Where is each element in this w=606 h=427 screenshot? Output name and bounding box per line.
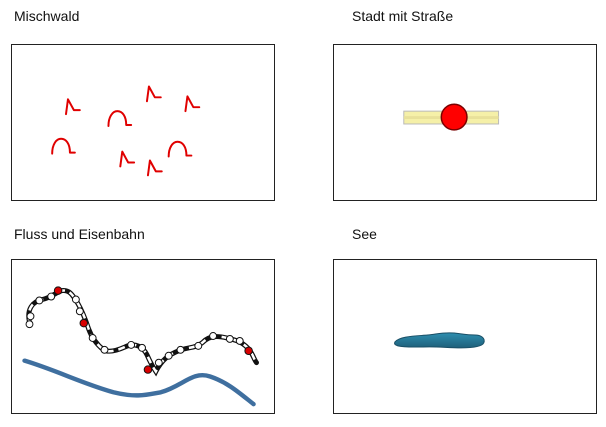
deciduous-tree-icon [167, 140, 193, 158]
rail-station-icon [225, 335, 234, 343]
deciduous-tree-icon [107, 110, 133, 127]
panel-lake [333, 259, 597, 414]
conifer-tree-icon [145, 85, 162, 103]
rail-station-icon [25, 320, 34, 329]
rail-station-icon [209, 332, 218, 340]
rail-station-icon [194, 341, 203, 350]
rail-station-icon [164, 351, 173, 360]
river-railway-symbols [22, 286, 259, 407]
conifer-tree-icon [184, 95, 201, 113]
river-line [22, 358, 256, 407]
rail-station-icon [35, 296, 44, 305]
railway-line [26, 288, 259, 377]
label-mixed-forest: Mischwald [14, 8, 80, 24]
rail-station-icon [154, 358, 163, 367]
panel-mixed-forest [11, 44, 275, 201]
rail-station-icon [71, 295, 80, 304]
deciduous-tree-icon [51, 137, 76, 155]
lake-shape [394, 332, 485, 349]
panel-river-and-railway [11, 259, 275, 414]
lake-symbol [394, 332, 485, 349]
rail-station-icon [75, 307, 84, 316]
conifer-tree-icon [119, 150, 136, 168]
rail-station-red-icon [79, 318, 89, 328]
rail-station-icon [26, 312, 35, 321]
rail-station-icon [138, 343, 146, 352]
rail-station-icon [88, 334, 97, 342]
rail-station-icon [127, 340, 136, 349]
label-river-and-railway: Fluss und Eisenbahn [14, 226, 145, 242]
conifer-tree-icon [146, 159, 163, 177]
conifer-tree-icon [65, 98, 81, 116]
label-city-with-road: Stadt mit Straße [352, 8, 454, 24]
label-lake: See [352, 226, 377, 242]
city-dot-icon [440, 103, 468, 131]
rail-station-red-icon [53, 286, 63, 295]
rail-station-icon [176, 345, 185, 354]
city-road-symbols [403, 103, 500, 131]
rail-station-red-icon [143, 365, 153, 374]
rail-station-red-icon [244, 346, 253, 356]
panel-city-with-road [333, 44, 597, 201]
mixed-forest-symbols [51, 85, 201, 177]
rail-station-icon [47, 292, 56, 301]
rail-station-icon [100, 345, 109, 354]
rail-station-icon [235, 336, 244, 345]
